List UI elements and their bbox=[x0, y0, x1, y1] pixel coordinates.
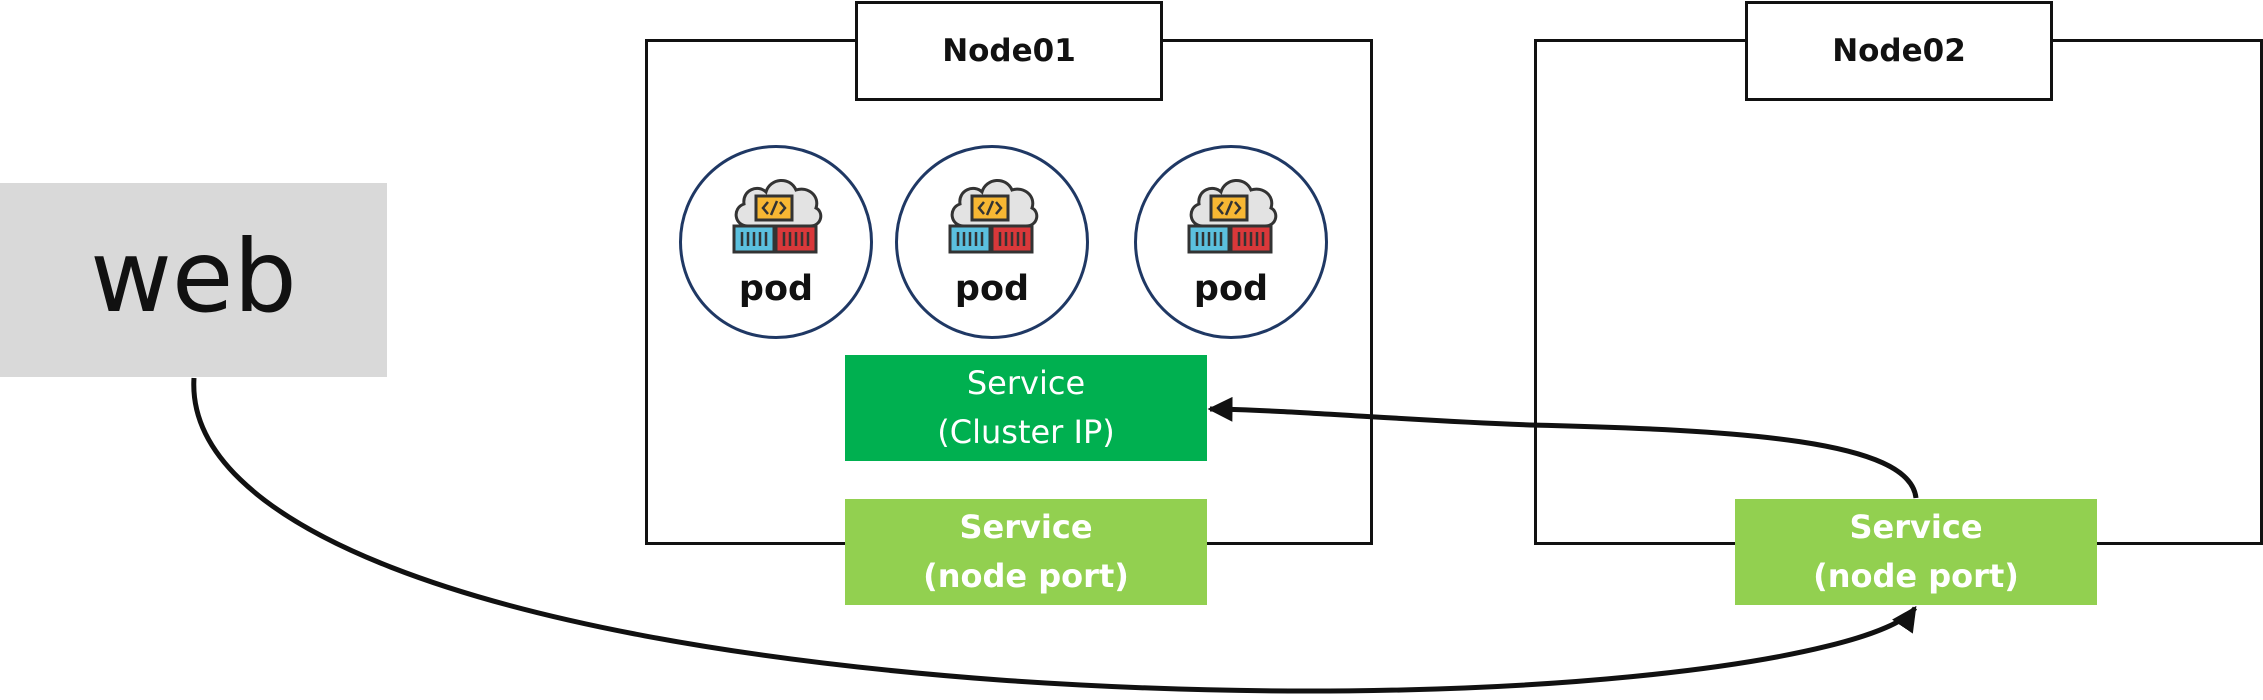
node01-title: Node01 bbox=[855, 1, 1163, 101]
cloud-container-icon bbox=[732, 179, 823, 254]
service-cluster-ip: Service (Cluster IP) bbox=[845, 355, 1207, 461]
service-type: (node port) bbox=[923, 557, 1129, 595]
pod-1: pod bbox=[679, 145, 873, 339]
cloud-container-icon bbox=[948, 179, 1039, 254]
pod-label: pod bbox=[1193, 269, 1269, 309]
service-title: Service bbox=[959, 508, 1093, 546]
nodeport-to-clusterip-connector bbox=[1207, 396, 1919, 499]
node02-title: Node02 bbox=[1745, 1, 2053, 101]
service-title: Service bbox=[966, 364, 1086, 402]
pod-label: pod bbox=[954, 269, 1030, 309]
web-to-nodeport-connector bbox=[191, 377, 1918, 694]
web-client-box: web bbox=[0, 183, 387, 377]
web-label: web bbox=[90, 218, 297, 335]
service-node-port-node01: Service (node port) bbox=[845, 499, 1207, 605]
service-type: (Cluster IP) bbox=[937, 413, 1115, 451]
service-type: (node port) bbox=[1813, 557, 2019, 595]
pod-label: pod bbox=[738, 269, 814, 309]
pod-3: pod bbox=[1134, 145, 1328, 339]
service-node-port-node02: Service (node port) bbox=[1735, 499, 2097, 605]
service-title: Service bbox=[1849, 508, 1983, 546]
pod-2: pod bbox=[895, 145, 1089, 339]
node02-frame bbox=[1534, 39, 2263, 545]
cloud-container-icon bbox=[1187, 179, 1278, 254]
